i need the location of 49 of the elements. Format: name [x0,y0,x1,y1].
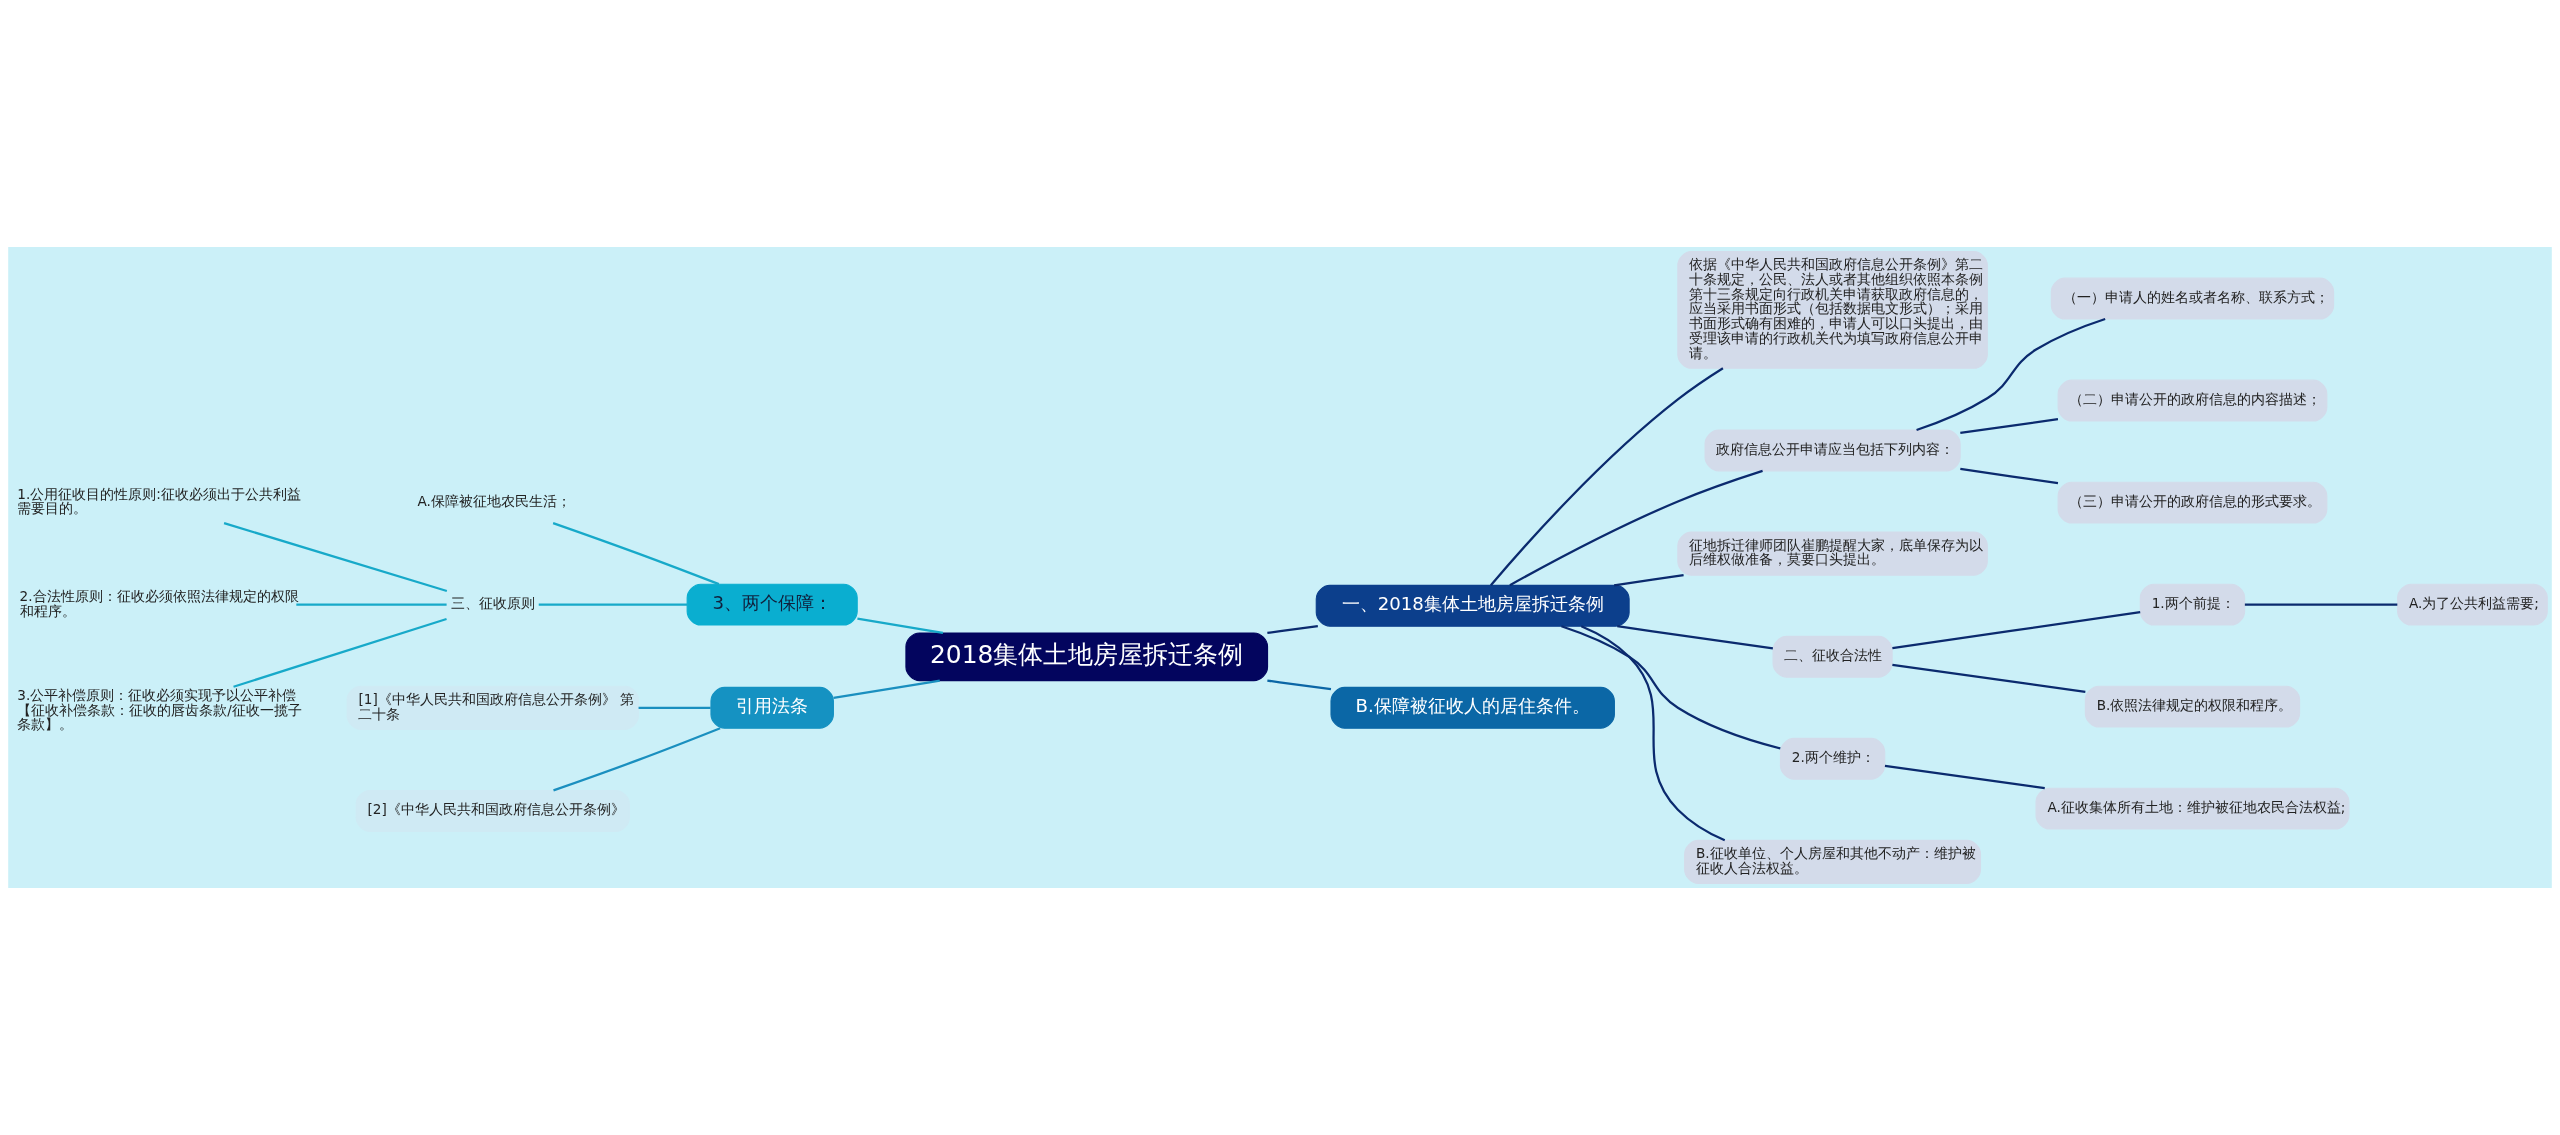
connector [1617,625,1774,650]
connector [233,617,447,688]
node-text: 三、征收原则 [451,595,536,612]
connector [1580,625,1726,842]
connector [296,603,447,606]
node-box: 一、2018集体土地房屋拆迁条例 [1315,584,1630,627]
connector [1267,679,1332,691]
connector [638,706,711,709]
connector [1509,469,1763,587]
connector [1916,317,2106,432]
node-text: A.保障被征地农民生活； [417,493,571,510]
connector [552,522,720,586]
node-box: 征地拆迁律师团队崔鹏提醒大家，底单保存为以后维权做准备，莫要口头提出。 [1677,531,1988,576]
node-box: （三）申请公开的政府信息的形式要求。 [2057,481,2328,524]
connector [553,727,721,792]
connector [1960,467,2059,485]
connector [1892,663,2086,693]
node-box: B.依照法律规定的权限和程序。 [2084,685,2301,728]
connector [1960,418,2059,434]
connector [1614,574,1684,587]
connector [2244,603,2398,606]
connector [833,679,940,700]
node-box: A.征收集体所有土地：维护被征地农民合法权益; [2035,787,2350,830]
node-box: [1]《中华人民共和国政府信息公开条例》 第二十条 [346,685,639,730]
connector [857,617,944,635]
node-box: A.为了公共利益需要; [2397,583,2548,626]
node-box: B.保障被征收人的居住条件。 [1330,686,1615,729]
node-text: 2.合法性原则：征收必须依照法律规定的权限和程序。 [19,587,299,619]
node-box: 2018集体土地房屋拆迁条例 [905,632,1269,682]
node-box: [2]《中华人民共和国政府信息公开条例》 [355,789,630,832]
node-box: 依据《中华人民共和国政府信息公开条例》第二十条规定，公民、法人或者其他组织依照本条例第十三条规定向行政机关申请获取政府信息的，应当采用书面形式（包括数据电文形式）；采用书面形式确有困难的，申请人可以口头提出，由受理该申请的行政机关代为填写政府信息公开申请。 [1677,250,1988,369]
node-box: 政府信息公开申请应当包括下列内容： [1704,429,1961,472]
node-box: 引用法条 [710,686,834,729]
node-box: B.征收单位、个人房屋和其他不动产：维护被征收人合法权益。 [1684,839,1982,885]
node-box: 3、两个保障： [686,583,858,626]
node-text: 1.公用征收目的性原则:征收必须出于公共利益需要目的。 [17,485,301,517]
connector [1892,610,2141,650]
connector [538,603,688,606]
node-box: （二）申请公开的政府信息的内容描述； [2057,379,2328,422]
node-box: 1.两个前提： [2139,583,2246,626]
connector [1561,625,1781,750]
node-box: 2.两个维护： [1779,737,1886,780]
connector [1884,764,2045,790]
node-text: 3.公平补偿原则：征收必须实现予以公平补偿【征收补偿条款：征收的唇齿条款/征收一揽子条款】。 [17,686,302,733]
connector [1267,625,1318,635]
connector [223,522,448,593]
connector [1490,367,1724,586]
node-box: 二、征收合法性 [1772,635,1893,678]
node-box: （一）申请人的姓名或者名称、联系方式； [2050,277,2335,320]
